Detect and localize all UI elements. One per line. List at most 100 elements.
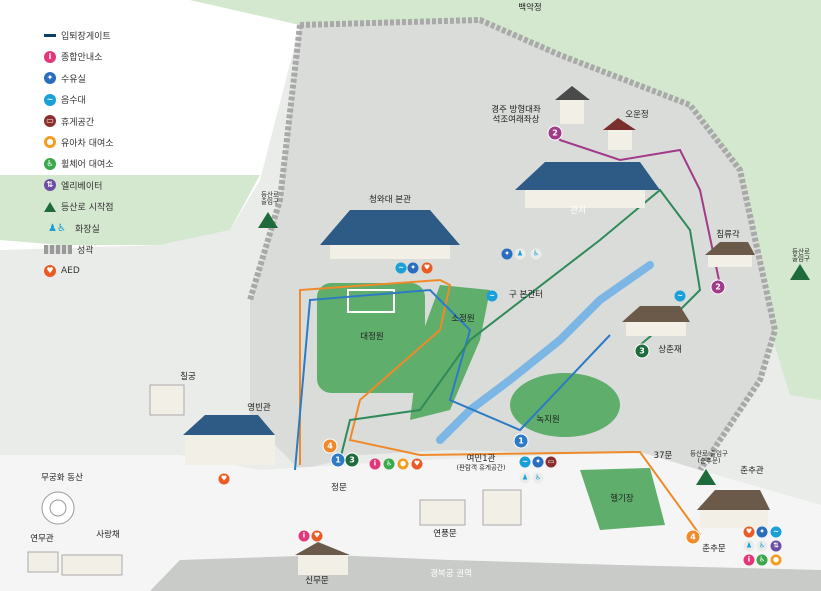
mountain-trailhead-icon bbox=[44, 201, 56, 213]
label-sangchunjae: 상춘재 bbox=[658, 345, 682, 356]
info-icon: i bbox=[298, 530, 310, 542]
legend-item: 등산로 시작점 bbox=[44, 197, 184, 216]
legend-label: 엘리베이터 bbox=[61, 181, 103, 192]
legend-item: ● 유아차 대여소 bbox=[44, 133, 184, 152]
legend-item: i 종합안내소 bbox=[44, 47, 184, 66]
label-trail-chunchu: 등산로 출입구 (춘추문) bbox=[690, 449, 728, 465]
sinmumun-gate bbox=[295, 542, 350, 575]
aed-heart-icon: ♥ bbox=[44, 264, 56, 277]
label-gyeongbokgung: 경복궁 권역 bbox=[430, 569, 472, 580]
route-badge-4-left: 4 bbox=[322, 438, 338, 454]
stone-buddha-pavilion bbox=[555, 86, 590, 124]
wheelchair-icon: ♿ bbox=[756, 540, 768, 552]
label-sojeongwon: 소정원 bbox=[451, 314, 475, 325]
label-gate-37: 37문 bbox=[653, 451, 673, 462]
fortress-wall bbox=[299, 16, 779, 472]
sarangchae-building bbox=[61, 554, 123, 576]
gwanjeo-building bbox=[515, 162, 660, 208]
oun-pavilion bbox=[603, 118, 636, 150]
legend-item: ✦ 수유실 bbox=[44, 69, 184, 88]
label-gwanjeo: 관저 bbox=[570, 206, 586, 217]
water-fountain-icon: ~ bbox=[486, 290, 498, 302]
label-chimnyugak: 침류각 bbox=[716, 230, 740, 241]
label-ounjeong: 오운정 bbox=[625, 110, 649, 121]
legend-label: 휴게공간 bbox=[61, 117, 95, 128]
legend-label: 휠체어 대여소 bbox=[61, 160, 114, 171]
yeonmugwan-building bbox=[27, 551, 59, 573]
label-yeongbingwan: 영빈관 bbox=[247, 403, 271, 414]
nursing-room-icon: ✦ bbox=[44, 72, 56, 85]
chunchugwan-building bbox=[697, 490, 770, 528]
mountain-trailhead-chunchu-icon bbox=[696, 469, 716, 485]
label-daejeongwon: 대정원 bbox=[360, 332, 384, 343]
wheelchair-icon: ♿ bbox=[530, 248, 542, 260]
water-fountain-icon: ~ bbox=[519, 456, 531, 468]
route-blue bbox=[294, 288, 611, 471]
route-badge-2-top: 2 bbox=[547, 125, 563, 141]
label-chunchumun: 춘추문 bbox=[702, 544, 726, 555]
legend-item: ~음수대 bbox=[44, 90, 184, 109]
aed-heart-icon: ♥ bbox=[411, 458, 423, 470]
route-badge-1-gate: 1 bbox=[330, 452, 346, 468]
label-sarangchae: 사랑채 bbox=[96, 530, 120, 541]
legend-item: ♿ 휠체어 대여소 bbox=[44, 154, 184, 173]
info-icon: i bbox=[44, 50, 56, 63]
gate-line-icon bbox=[44, 34, 56, 37]
sangchunjae-building bbox=[622, 306, 690, 336]
rest-area-icon: ▭ bbox=[545, 456, 557, 468]
route-badge-2-right: 2 bbox=[710, 279, 726, 295]
legend-label: AED bbox=[61, 265, 80, 276]
legend-item: ▭ 휴게공간 bbox=[44, 112, 184, 131]
elevator-icon: ⇅ bbox=[44, 179, 56, 192]
water-fountain-icon: ~ bbox=[770, 526, 782, 538]
mountain-trailhead-left-icon bbox=[258, 212, 278, 228]
stroller-icon: ● bbox=[770, 554, 782, 566]
label-yeonmugwan: 연무관 bbox=[30, 534, 54, 545]
legend-label: 유아차 대여소 bbox=[61, 138, 114, 149]
yeonpungmun-building bbox=[419, 499, 466, 526]
legend-label: 수유실 bbox=[61, 74, 86, 85]
label-trail-right: 등산로 출입구 bbox=[792, 247, 810, 263]
label-yeomin-sub: (판람객 휴게공간) bbox=[456, 463, 506, 472]
label-jeongmun: 정문 bbox=[331, 483, 347, 494]
legend-label: 입퇴장게이트 bbox=[61, 32, 111, 42]
stroller-icon: ● bbox=[44, 136, 56, 149]
mountain-area-left-green bbox=[0, 175, 260, 245]
route-badge-4-right: 4 bbox=[685, 529, 701, 545]
mugunghwa-circle bbox=[41, 491, 75, 525]
info-icon: i bbox=[743, 554, 755, 566]
chilgung-building bbox=[149, 384, 185, 416]
wheelchair-icon: ♿ bbox=[44, 157, 56, 170]
label-baegakjeong: 백악정 bbox=[518, 3, 542, 14]
restroom-icon: ♟♿ bbox=[48, 222, 66, 234]
label-stone-buddha: 경주 방형대좌 석조여래좌상 bbox=[491, 105, 541, 125]
legend-item: 입퇴장게이트 bbox=[44, 26, 184, 45]
nursing-room-icon: ✦ bbox=[532, 456, 544, 468]
legend-label: 화장실 bbox=[75, 224, 100, 235]
nursing-room-icon: ✦ bbox=[756, 526, 768, 538]
legend-label: 종합안내소 bbox=[61, 53, 103, 64]
fortress-wall-left bbox=[247, 24, 303, 301]
label-heliport: 헬기장 bbox=[610, 494, 634, 505]
stream bbox=[436, 261, 654, 444]
aed-heart-icon: ♥ bbox=[743, 526, 755, 538]
yeomin-building bbox=[482, 489, 522, 526]
rest-area-icon: ▭ bbox=[44, 115, 56, 128]
restroom-icon: ♟ bbox=[519, 472, 531, 484]
route-badge-3-gate: 3 bbox=[344, 452, 360, 468]
route-badge-3-sangchun: 3 bbox=[634, 343, 650, 359]
restroom-icon: ♟ bbox=[743, 540, 755, 552]
label-trail-left: 등산로 출입구 bbox=[261, 190, 279, 206]
label-chilgung: 칠궁 bbox=[180, 372, 196, 383]
restroom-icon: ♟ bbox=[514, 248, 526, 260]
stroller-icon: ● bbox=[397, 458, 409, 470]
info-icon: i bbox=[369, 458, 381, 470]
main-building-roof bbox=[320, 210, 460, 259]
label-chunchugwan: 춘추관 bbox=[740, 466, 764, 477]
legend-label: 등산로 시작점 bbox=[61, 203, 114, 214]
nursing-room-icon: ✦ bbox=[501, 248, 513, 260]
label-yeomin: 여민1관 bbox=[466, 454, 496, 465]
daejeongwon-inner bbox=[347, 289, 395, 313]
wheelchair-icon: ♿ bbox=[756, 554, 768, 566]
label-main-building: 청와대 본관 bbox=[369, 195, 411, 206]
